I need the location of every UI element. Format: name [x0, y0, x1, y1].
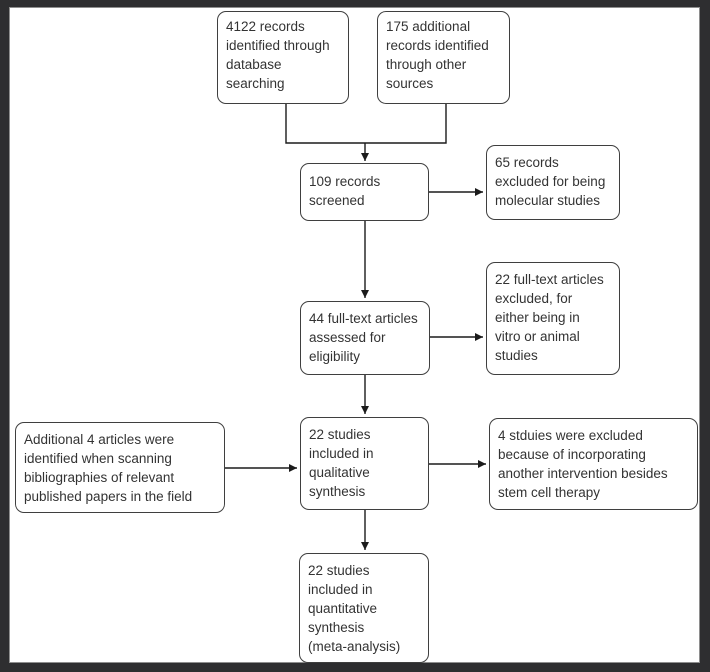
- box-records-screened: 109 records screened: [300, 163, 429, 221]
- box-excluded-other-intervention: 4 stduies were excluded because of incor…: [489, 418, 698, 510]
- box-fulltext-excluded: 22 full-text articles excluded, for eith…: [486, 262, 620, 375]
- box-fulltext-assessed: 44 full-text articles assessed for eligi…: [300, 301, 430, 375]
- box-quantitative-synthesis: 22 studies included in quantitative synt…: [299, 553, 429, 663]
- box-qualitative-synthesis: 22 studies included in qualitative synth…: [300, 417, 429, 510]
- box-records-identified-other-sources: 175 additional records identified throug…: [377, 11, 510, 104]
- box-records-excluded-molecular: 65 records excluded for being molecular …: [486, 145, 620, 220]
- box-additional-articles-bibliographies: Additional 4 articles were identified wh…: [15, 422, 225, 513]
- box-records-identified-database: 4122 records identified through database…: [217, 11, 349, 104]
